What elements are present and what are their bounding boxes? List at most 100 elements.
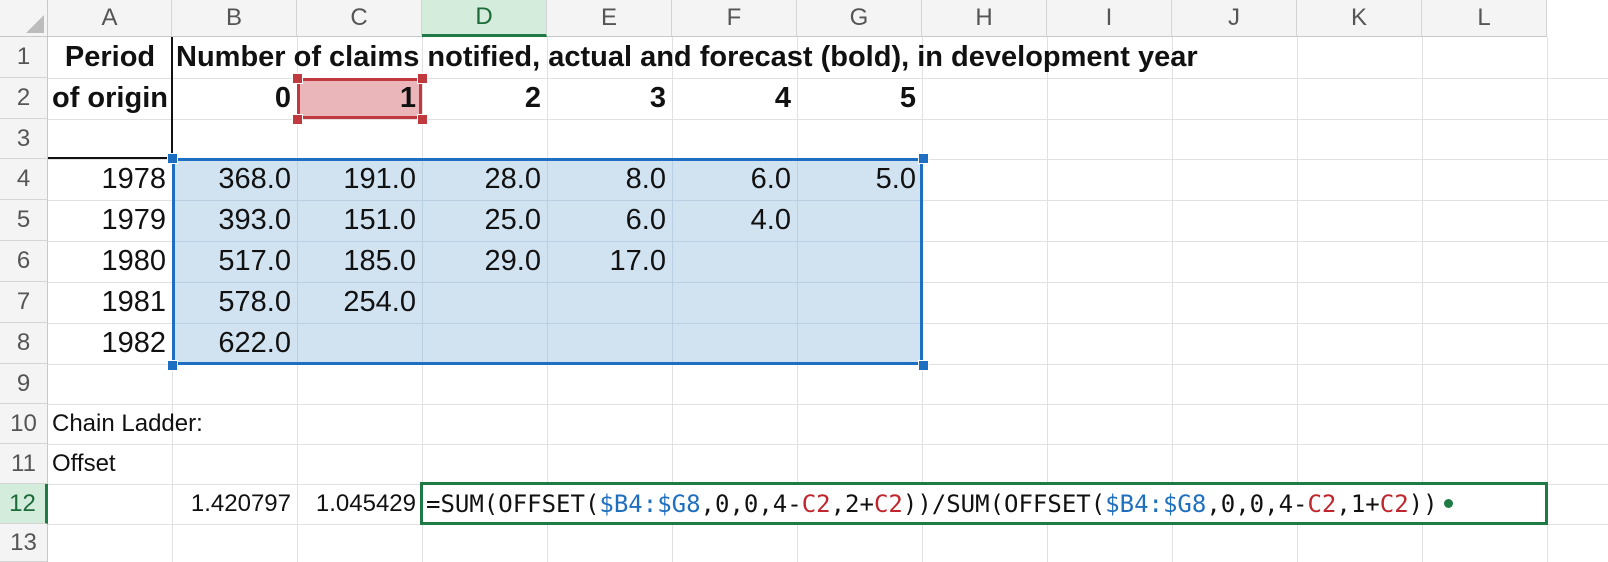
selection-gridline — [422, 159, 423, 364]
formula-token: ,1+ — [1336, 489, 1380, 518]
edit-cursor-dot-icon — [1443, 499, 1453, 508]
selection-gridline — [172, 241, 922, 242]
cell-d5[interactable]: 25.0 — [484, 204, 541, 236]
cell-f4[interactable]: 6.0 — [750, 163, 791, 195]
row-header-11[interactable]: 11 — [0, 444, 48, 484]
selection-gridline — [547, 159, 548, 364]
selection-gridline — [797, 159, 798, 364]
row-header-12[interactable]: 12 — [0, 484, 48, 524]
cell-d4[interactable]: 28.0 — [484, 163, 541, 195]
header-border-vertical — [171, 37, 173, 159]
cell-a11[interactable]: Offset — [52, 450, 116, 477]
column-header-k[interactable]: K — [1297, 0, 1422, 37]
selection-gridline — [172, 323, 922, 324]
column-header-l[interactable]: L — [1422, 0, 1547, 37]
formula-token: $B4:$G8 — [599, 489, 701, 518]
cell-a5[interactable]: 1979 — [101, 204, 166, 236]
column-header-c[interactable]: C — [297, 0, 422, 37]
selection-resize-handle[interactable] — [167, 153, 178, 164]
formula-token: C2 — [873, 489, 903, 518]
cell-d2[interactable]: 2 — [524, 82, 541, 114]
cell-g2[interactable]: 5 — [899, 82, 916, 114]
select-all-triangle-icon — [26, 15, 44, 33]
cell-b6[interactable]: 517.0 — [218, 245, 291, 277]
gridline-horizontal — [48, 78, 1608, 79]
cell-e6[interactable]: 17.0 — [609, 245, 666, 277]
formula-token: ,0,0,4- — [700, 489, 802, 518]
cell-c5[interactable]: 151.0 — [343, 204, 416, 236]
gridline-horizontal — [48, 404, 1608, 405]
column-header-d[interactable]: D — [422, 0, 547, 37]
selection-resize-handle[interactable] — [167, 360, 178, 371]
column-header-h[interactable]: H — [922, 0, 1047, 37]
row-header-1[interactable]: 1 — [0, 37, 48, 78]
column-header-f[interactable]: F — [672, 0, 797, 37]
gridline-horizontal — [48, 119, 1608, 120]
cell-a7[interactable]: 1981 — [101, 286, 166, 318]
formula-token: $B4:$G8 — [1105, 489, 1207, 518]
row-header-2[interactable]: 2 — [0, 78, 48, 119]
column-header-a[interactable]: A — [48, 0, 172, 37]
formula-token: C2 — [801, 489, 831, 518]
column-header-e[interactable]: E — [547, 0, 672, 37]
selection-resize-handle[interactable] — [918, 360, 929, 371]
reference-resize-handle[interactable] — [417, 73, 428, 84]
formula-editor-d12[interactable]: =SUM(OFFSET($B4:$G8,0,0,4-C2,2+C2))/SUM(… — [420, 482, 1548, 525]
cell-a10[interactable]: Chain Ladder: — [52, 410, 203, 437]
reference-resize-handle[interactable] — [292, 73, 303, 84]
gridline-vertical — [1547, 37, 1548, 562]
cell-a8[interactable]: 1982 — [101, 327, 166, 359]
cell-a2[interactable]: of origin — [52, 82, 168, 114]
cell-a1[interactable]: Period — [64, 41, 156, 73]
cell-f2[interactable]: 4 — [774, 82, 791, 114]
reference-resize-handle[interactable] — [292, 114, 303, 125]
cell-e2[interactable]: 3 — [649, 82, 666, 114]
cell-e4[interactable]: 8.0 — [625, 163, 666, 195]
cell-b8[interactable]: 622.0 — [218, 327, 291, 359]
cell-g4[interactable]: 5.0 — [875, 163, 916, 195]
row-header-9[interactable]: 9 — [0, 364, 48, 404]
selection-gridline — [297, 159, 298, 364]
cell-a4[interactable]: 1978 — [101, 163, 166, 195]
row-header-13[interactable]: 13 — [0, 524, 48, 562]
selection-resize-handle[interactable] — [918, 153, 929, 164]
row-header-10[interactable]: 10 — [0, 404, 48, 444]
row-header-3[interactable]: 3 — [0, 119, 48, 159]
formula-token: ))/SUM(OFFSET( — [902, 489, 1106, 518]
reference-highlight-c2 — [297, 78, 422, 119]
cell-c2[interactable]: 1 — [399, 82, 416, 114]
cell-d6[interactable]: 29.0 — [484, 245, 541, 277]
cell-b4[interactable]: 368.0 — [218, 163, 291, 195]
gridline-horizontal — [48, 444, 1608, 445]
row-header-7[interactable]: 7 — [0, 282, 48, 323]
row-header-8[interactable]: 8 — [0, 323, 48, 364]
gridline-vertical — [1172, 37, 1173, 562]
column-header-g[interactable]: G — [797, 0, 922, 37]
cell-b7[interactable]: 578.0 — [218, 286, 291, 318]
formula-token: C2 — [1307, 489, 1337, 518]
select-all-corner[interactable] — [0, 0, 48, 37]
gridline-vertical — [1297, 37, 1298, 562]
cell-f5[interactable]: 4.0 — [750, 204, 791, 236]
column-header-b[interactable]: B — [172, 0, 297, 37]
cell-b2[interactable]: 0 — [274, 82, 291, 114]
column-header-i[interactable]: I — [1047, 0, 1172, 37]
cell-c4[interactable]: 191.0 — [343, 163, 416, 195]
cell-b1[interactable]: Number of claims notified, actual and fo… — [176, 41, 1198, 73]
row-header-6[interactable]: 6 — [0, 241, 48, 282]
cell-c7[interactable]: 254.0 — [343, 286, 416, 318]
cell-c12[interactable]: 1.045429 — [315, 490, 416, 517]
reference-resize-handle[interactable] — [417, 114, 428, 125]
column-header-j[interactable]: J — [1172, 0, 1297, 37]
row-header-5[interactable]: 5 — [0, 200, 48, 241]
gridline-vertical — [1047, 37, 1048, 562]
selection-gridline — [172, 200, 922, 201]
cell-b12[interactable]: 1.420797 — [190, 490, 291, 517]
cell-a6[interactable]: 1980 — [101, 245, 166, 277]
cell-c6[interactable]: 185.0 — [343, 245, 416, 277]
header-border-horizontal — [48, 157, 172, 159]
cell-e5[interactable]: 6.0 — [625, 204, 666, 236]
cell-b5[interactable]: 393.0 — [218, 204, 291, 236]
row-header-4[interactable]: 4 — [0, 159, 48, 200]
